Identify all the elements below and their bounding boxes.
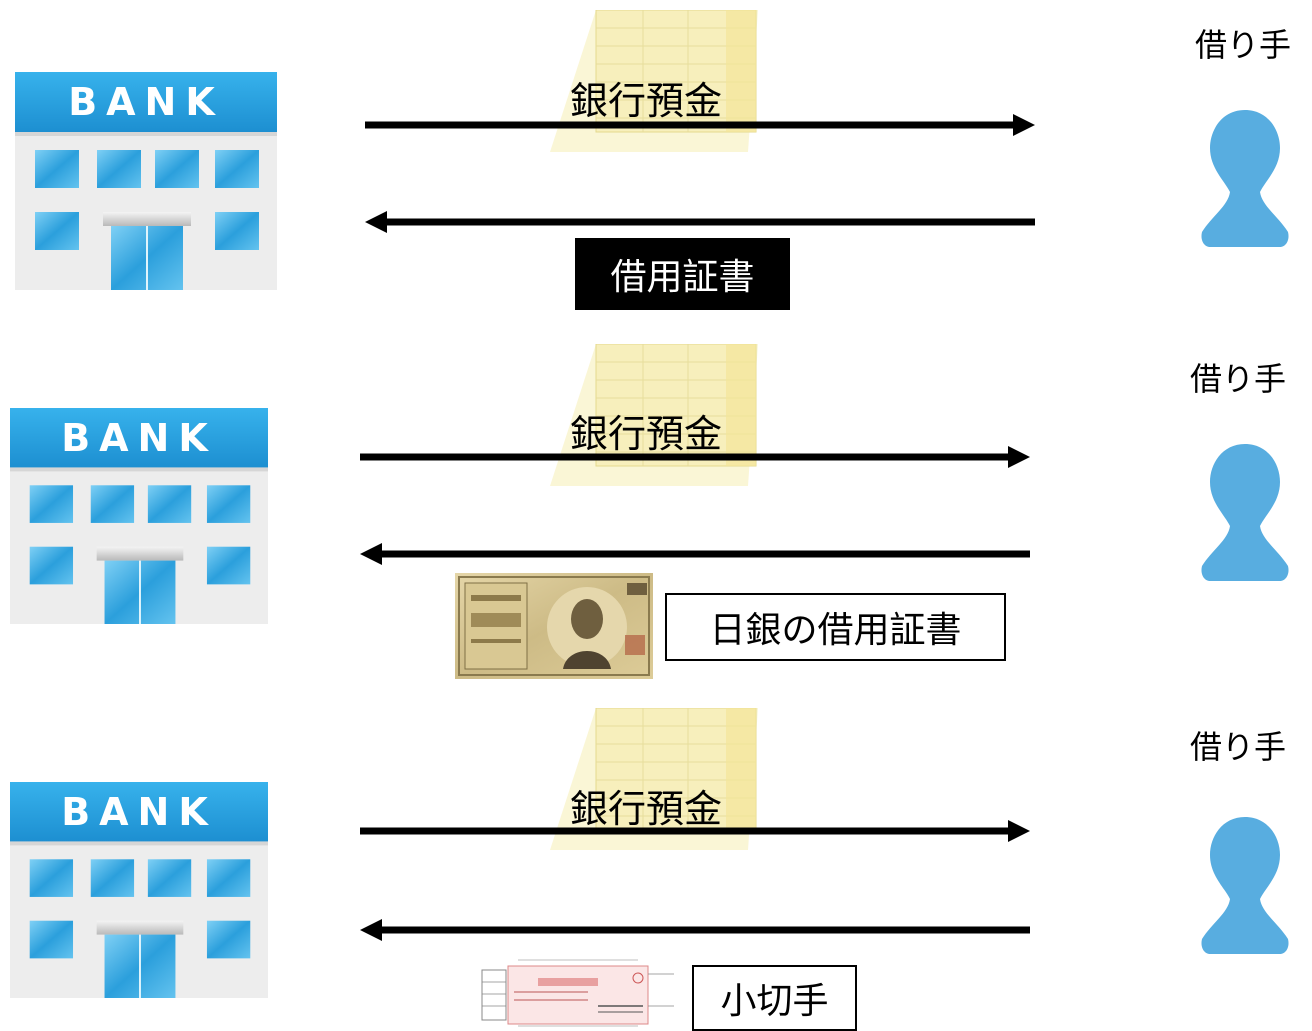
arrow-right-deposit [360, 446, 1030, 468]
bank-building-icon: BANK [15, 72, 277, 290]
arrow-right-deposit [365, 114, 1035, 136]
person-icon [1201, 444, 1289, 581]
bank-building-graphic [10, 782, 268, 998]
borrower-label: 借り手 [1190, 728, 1287, 766]
cheque-label: 小切手 [692, 965, 857, 1031]
bank-building-icon: BANK [10, 782, 268, 998]
bank-building-icon: BANK [10, 408, 268, 624]
bank-sign-text: BANK [68, 80, 224, 124]
arrow-left-return [360, 919, 1030, 941]
row-loan-promissory-note: BANK 銀行預金 借用証書 借り手 [0, 0, 1312, 330]
arrow-left-return [360, 543, 1030, 565]
arrow-right-deposit [360, 820, 1030, 842]
person-icon [1201, 110, 1289, 247]
bank-sign-text: BANK [61, 790, 217, 834]
passbook-icon [550, 10, 758, 152]
promissory-note-label: 借用証書 [575, 238, 790, 310]
row-loan-cheque: BANK 銀行預金 [0, 700, 1312, 1031]
deposit-label: 銀行預金 [570, 79, 723, 123]
passbook-icon [550, 344, 758, 486]
cheque-image [478, 956, 678, 1030]
boj-note-label: 日銀の借用証書 [665, 593, 1006, 661]
deposit-label: 銀行預金 [570, 787, 723, 831]
row-loan-banknote: BANK 銀行預金 日銀の借用証書 借り手 [0, 340, 1312, 679]
bank-sign-text: BANK [61, 416, 217, 460]
bank-building-graphic [10, 408, 268, 624]
bank-building-graphic [15, 72, 277, 290]
borrower-label: 借り手 [1190, 360, 1287, 398]
yen-banknote-image [455, 573, 653, 679]
passbook-icon [550, 708, 758, 850]
borrower-label: 借り手 [1195, 26, 1292, 64]
deposit-label: 銀行預金 [570, 412, 723, 456]
arrow-left-return [365, 211, 1035, 233]
person-icon [1201, 817, 1289, 954]
